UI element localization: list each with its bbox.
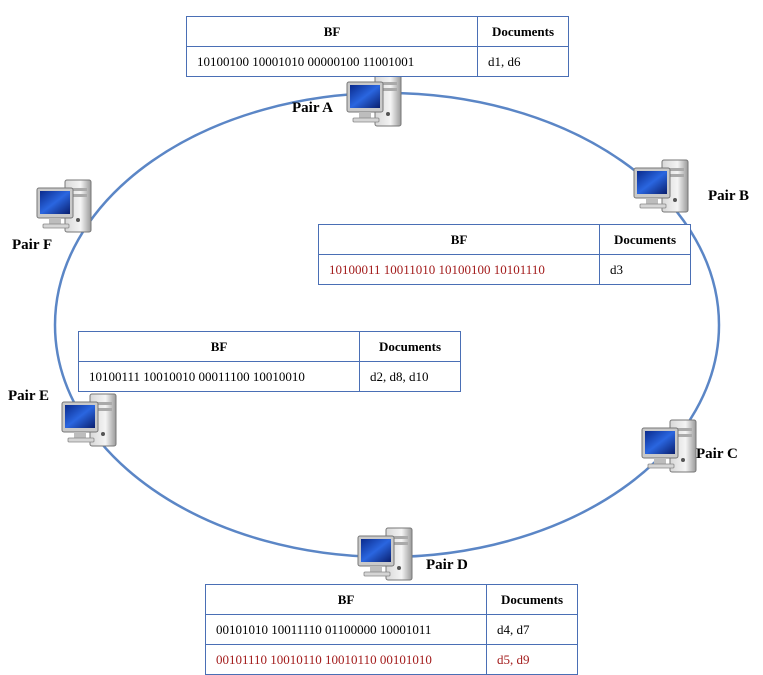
doc-list: d4, d7 (486, 614, 578, 645)
bf-table-pair-b: BF Documents 10100011 10011010 10100100 … (318, 224, 691, 285)
bf-bits: 00101110 10010110 10010110 00101010 (205, 644, 487, 675)
bf-bits: 10100011 10011010 10100100 10101110 (318, 254, 600, 285)
computer-icon-pair-f (35, 178, 95, 234)
doc-list: d3 (599, 254, 691, 285)
table-row: 00101110 10010110 10010110 00101010 d5, … (205, 644, 578, 675)
bf-bits: 10100100 10001010 00000100 11001001 (186, 46, 478, 77)
table-row: 10100111 10010010 00011100 10010010 d2, … (78, 361, 461, 392)
documents-header: Documents (486, 584, 578, 615)
documents-header: Documents (359, 331, 461, 362)
bf-bits: 00101010 10011110 01100000 10001011 (205, 614, 487, 645)
bf-header: BF (186, 16, 478, 47)
computer-icon-pair-b (632, 158, 692, 214)
doc-list: d5, d9 (486, 644, 578, 675)
bf-header: BF (78, 331, 360, 362)
doc-list: d2, d8, d10 (359, 361, 461, 392)
computer-icon-pair-a (345, 72, 405, 128)
documents-header: Documents (599, 224, 691, 255)
table-row: 00101010 10011110 01100000 10001011 d4, … (205, 614, 578, 645)
peer-label-f: Pair F (12, 237, 53, 253)
bf-header: BF (318, 224, 600, 255)
peer-label-a: Pair A (292, 100, 333, 116)
table-row: 10100100 10001010 00000100 11001001 d1, … (186, 46, 569, 77)
bf-header: BF (205, 584, 487, 615)
bf-table-pair-a: BF Documents 10100100 10001010 00000100 … (186, 16, 569, 77)
bf-table-pair-d: BF Documents 00101010 10011110 01100000 … (205, 584, 578, 675)
bf-table-pair-e: BF Documents 10100111 10010010 00011100 … (78, 331, 461, 392)
bf-bits: 10100111 10010010 00011100 10010010 (78, 361, 360, 392)
peer-label-c: Pair C (696, 446, 738, 462)
doc-list: d1, d6 (477, 46, 569, 77)
computer-icon-pair-e (60, 392, 120, 448)
peer-label-e: Pair E (8, 388, 49, 404)
table-row: 10100011 10011010 10100100 10101110 d3 (318, 254, 691, 285)
computer-icon-pair-c (640, 418, 700, 474)
documents-header: Documents (477, 16, 569, 47)
computer-icon-pair-d (356, 526, 416, 582)
peer-label-b: Pair B (708, 188, 749, 204)
peer-label-d: Pair D (426, 557, 468, 573)
